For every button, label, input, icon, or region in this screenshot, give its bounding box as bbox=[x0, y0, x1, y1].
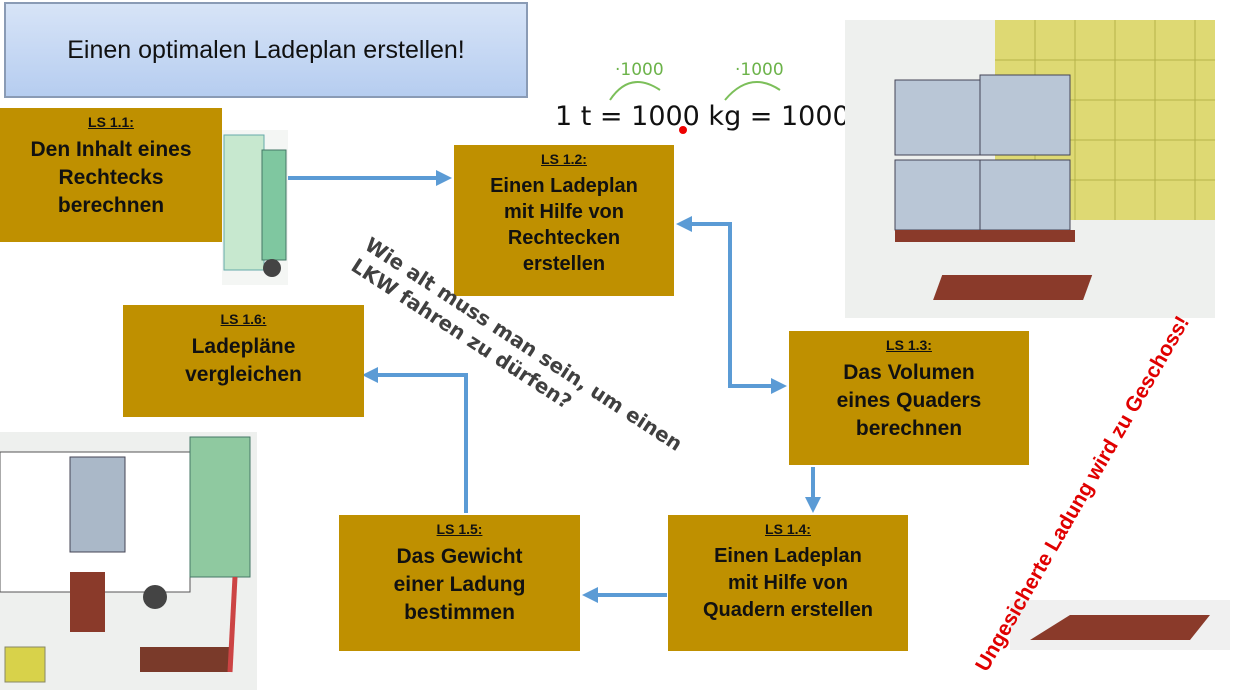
ls-text: Den Inhalt eines Rechtecks berechnen bbox=[30, 138, 192, 217]
ls-1-5-box[interactable]: LS 1.5: Das Gewicht einer Ladung bestimm… bbox=[339, 515, 580, 651]
ls-1-3-box[interactable]: LS 1.3: Das Volumen eines Quaders berech… bbox=[789, 331, 1029, 465]
slide-title: Einen optimalen Ladeplan erstellen! bbox=[4, 2, 528, 98]
ls-1-4-box[interactable]: LS 1.4: Einen Ladeplan mit Hilfe von Qua… bbox=[668, 515, 908, 651]
arrow-1-5-to-1-6 bbox=[362, 367, 468, 513]
ls-label: LS 1.1: bbox=[88, 114, 134, 130]
ls-label: LS 1.2: bbox=[541, 151, 587, 167]
ls-1-2-box[interactable]: LS 1.2: Einen Ladeplan mit Hilfe von Rec… bbox=[454, 145, 674, 296]
ls-text: Das Gewicht einer Ladung bestimmen bbox=[393, 545, 526, 624]
pallet-sketch-image bbox=[1010, 600, 1230, 650]
ls-1-6-box[interactable]: LS 1.6: Ladepläne vergleichen bbox=[123, 305, 364, 417]
ls-text: Das Volumen eines Quaders berechnen bbox=[836, 361, 982, 440]
warehouse-sketch-image bbox=[845, 20, 1215, 318]
formula-sketch: ·1000 ·1000 1 t = 1000 kg = 1000.000 bbox=[555, 60, 880, 134]
ls-label: LS 1.3: bbox=[886, 337, 932, 353]
arrow-1-2-to-1-3 bbox=[676, 216, 787, 394]
ls-text: Einen Ladeplan mit Hilfe von Quadern ers… bbox=[702, 545, 874, 621]
formula-line: 1 t = 1000 kg = 1000.000 bbox=[555, 101, 880, 132]
ls-label: LS 1.5: bbox=[436, 521, 483, 537]
loading-sketch-image bbox=[0, 432, 257, 690]
ls-text: Ladepläne vergleichen bbox=[185, 335, 302, 386]
multiply-label-2: ·1000 bbox=[735, 60, 784, 80]
truck-sketch-image bbox=[222, 130, 288, 285]
ls-1-1-box[interactable]: LS 1.1: Den Inhalt eines Rechtecks berec… bbox=[0, 108, 222, 242]
multiply-label-1: ·1000 bbox=[615, 60, 664, 80]
ls-text: Einen Ladeplan mit Hilfe von Rechtecken … bbox=[490, 175, 638, 275]
ls-label: LS 1.6: bbox=[220, 311, 267, 327]
ls-label: LS 1.4: bbox=[765, 521, 811, 537]
